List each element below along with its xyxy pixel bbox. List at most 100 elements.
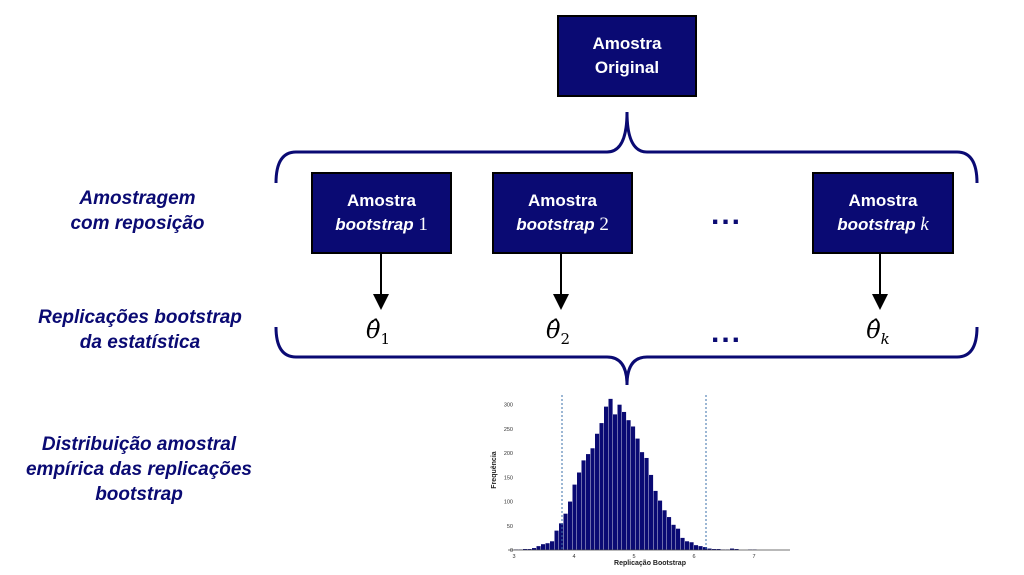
histogram-bar xyxy=(595,433,600,550)
bootstrap-sample-k-sub: bootstrap xyxy=(837,215,916,234)
histogram-bar xyxy=(577,472,582,550)
histogram-bar xyxy=(626,420,631,550)
histogram-y-label: Frequência xyxy=(491,451,498,488)
histogram-bar xyxy=(712,549,717,550)
histogram-bar xyxy=(635,438,640,550)
original-sample-box: Amostra Original xyxy=(557,15,697,97)
histogram-bar xyxy=(707,548,712,550)
bootstrap-sample-box-2: Amostra bootstrap 2 xyxy=(492,172,633,254)
y-tick-label: 150 xyxy=(504,475,513,481)
bottom-brace xyxy=(274,326,979,386)
histogram-bar xyxy=(541,544,546,550)
bootstrap-histogram: 3 4 5 6 7 0 50 100 150 200 250 300 Replicação Boot… xyxy=(491,395,790,567)
bootstrap-sample-2-word: Amostra xyxy=(528,191,597,210)
ellipsis-replications: ... xyxy=(711,316,743,349)
y-tick-label: 50 xyxy=(507,524,513,530)
label-replications-line2: da estatística xyxy=(79,332,201,353)
x-tick-label: 7 xyxy=(752,554,755,560)
histogram-bar xyxy=(536,546,541,550)
histogram-bar xyxy=(554,530,559,550)
histogram-bar xyxy=(662,510,667,550)
ellipsis-samples: ... xyxy=(711,198,743,231)
bootstrap-sample-1-index: 1 xyxy=(418,214,428,235)
theta-hat-k-symbol: θ̂ xyxy=(866,316,881,344)
bootstrap-sample-box-k: Amostra bootstrap k xyxy=(812,172,954,254)
x-tick-label: 5 xyxy=(632,554,635,560)
histogram-bar xyxy=(640,452,645,550)
top-brace xyxy=(274,111,979,184)
theta-hat-1-sub: 1 xyxy=(380,330,390,348)
histogram-bar xyxy=(730,548,735,550)
histogram-bar xyxy=(698,546,703,550)
theta-hat-1-symbol: θ̂ xyxy=(366,316,381,344)
histogram-bar xyxy=(563,513,568,550)
histogram-bar xyxy=(545,543,550,550)
histogram-bar xyxy=(680,537,685,550)
theta-hat-k: θ̂k xyxy=(848,316,908,348)
histogram-bar xyxy=(653,490,658,550)
original-sample-line1: Amostra xyxy=(592,34,662,53)
theta-hat-k-sub: k xyxy=(880,330,890,348)
label-sampling-line2: com reposição xyxy=(70,213,205,234)
y-tick-label: 250 xyxy=(504,427,513,433)
theta-hat-1: θ̂1 xyxy=(348,316,408,348)
x-tick-label: 6 xyxy=(692,554,695,560)
histogram-bar xyxy=(676,528,681,550)
theta-hat-2-sub: 2 xyxy=(560,330,570,348)
label-replications-line1: Replicações bootstrap xyxy=(38,307,242,328)
histogram-bar xyxy=(590,448,595,550)
bootstrap-sample-2-index: 2 xyxy=(599,214,609,235)
bootstrap-sample-1-word: Amostra xyxy=(347,191,416,210)
histogram-bar xyxy=(631,426,636,550)
histogram-bar xyxy=(604,406,609,550)
histogram-bar xyxy=(532,548,537,550)
histogram-bar xyxy=(694,545,699,550)
bootstrap-sample-box-1: Amostra bootstrap 1 xyxy=(311,172,452,254)
bootstrap-sample-2-sub: bootstrap xyxy=(516,215,595,234)
histogram-bar xyxy=(671,524,676,550)
label-distribution-line2: empírica das replicações xyxy=(25,459,252,480)
theta-hat-2-symbol: θ̂ xyxy=(546,316,561,344)
label-distribution-line3: bootstrap xyxy=(95,484,183,505)
y-tick-label: 0 xyxy=(510,548,513,554)
bootstrap-sample-k-word: Amostra xyxy=(848,191,918,210)
histogram-bar xyxy=(649,474,654,550)
histogram-bar xyxy=(617,404,622,550)
histogram-bar xyxy=(527,549,532,550)
histogram-bar xyxy=(644,457,649,550)
histogram-bar xyxy=(550,541,555,550)
histogram-bar xyxy=(667,517,672,550)
histogram-bar xyxy=(716,549,721,550)
histogram-bar xyxy=(568,501,573,550)
y-tick-label: 100 xyxy=(504,500,513,506)
histogram-bar xyxy=(689,542,694,550)
x-tick-label: 3 xyxy=(512,554,515,560)
y-tick-label: 300 xyxy=(504,403,513,409)
histogram-bar xyxy=(734,549,739,550)
histogram-x-label: Replicação Bootstrap xyxy=(614,560,686,567)
original-sample-line2: Original xyxy=(594,58,660,77)
bootstrap-sample-k-index: k xyxy=(920,214,929,235)
label-distribution: Distribuição amostral empírica das repli… xyxy=(10,432,268,507)
histogram-bar xyxy=(622,411,627,550)
histogram-bar xyxy=(685,541,690,550)
histogram-bar xyxy=(608,398,613,550)
label-sampling: Amostragem com reposição xyxy=(30,186,245,236)
label-sampling-line1: Amostragem xyxy=(79,188,196,209)
histogram-bar xyxy=(599,423,604,550)
y-tick-label: 200 xyxy=(504,451,513,457)
histogram-bar xyxy=(572,484,577,550)
bootstrap-sample-1-sub: bootstrap xyxy=(335,215,414,234)
histogram-bar xyxy=(559,523,564,550)
theta-hat-2: θ̂2 xyxy=(528,316,588,348)
histogram-bar xyxy=(586,454,591,550)
x-tick-label: 4 xyxy=(572,554,575,560)
label-distribution-line1: Distribuição amostral xyxy=(41,434,237,455)
histogram-bar xyxy=(613,414,618,550)
histogram-bar xyxy=(658,500,663,550)
label-replications: Replicações bootstrap da estatística xyxy=(20,305,260,355)
histogram-bar xyxy=(581,460,586,550)
histogram-bar xyxy=(703,547,708,550)
histogram-bar xyxy=(523,549,528,550)
